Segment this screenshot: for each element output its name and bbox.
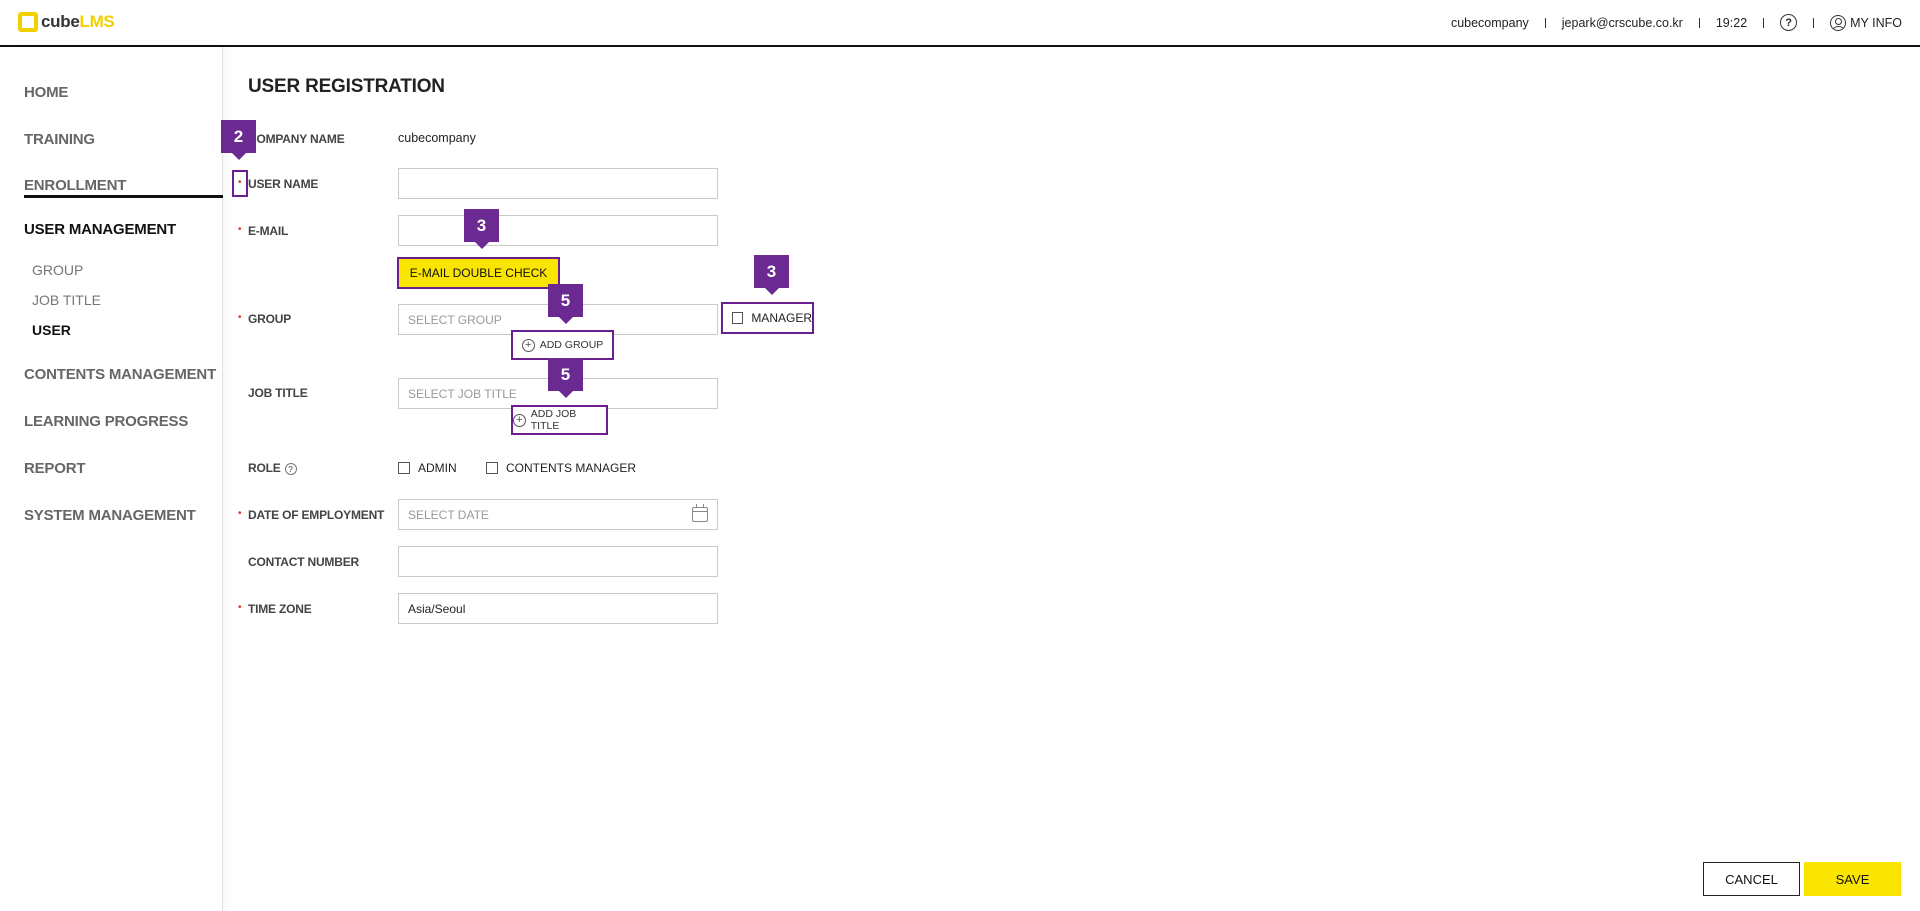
sidebar-item-report[interactable]: REPORT	[24, 460, 86, 477]
cubelms-logo[interactable]: cubeLMS	[18, 12, 115, 32]
company-name-value: cubecompany	[398, 131, 476, 145]
sidebar-active-indicator	[24, 195, 223, 198]
required-mark: •	[238, 508, 242, 519]
sidebar-item-enrollment[interactable]: ENROLLMENT	[24, 177, 127, 194]
role-admin-option[interactable]: ADMIN	[398, 461, 457, 475]
logo-text: cubeLMS	[41, 12, 115, 31]
manager-checkbox-box[interactable]	[732, 312, 744, 324]
header-user-area: cubecompany jepark@crscube.co.kr 19:22 ?…	[1451, 14, 1902, 31]
top-header: cubeLMS cubecompany jepark@crscube.co.kr…	[0, 0, 1920, 47]
manager-label: MANAGER	[751, 311, 812, 325]
required-mark: •	[238, 602, 242, 613]
logo-square-icon	[18, 12, 38, 32]
manager-checkbox[interactable]: MANAGER	[721, 302, 814, 334]
user-name-marker-box	[232, 170, 248, 197]
contents-manager-checkbox[interactable]	[486, 462, 498, 474]
sidebar-subitem-job-title[interactable]: JOB TITLE	[32, 292, 101, 308]
required-mark: •	[238, 224, 242, 235]
contents-manager-label: CONTENTS MANAGER	[506, 461, 637, 475]
add-group-button[interactable]: + ADD GROUP	[511, 330, 614, 360]
header-divider	[1698, 17, 1700, 28]
role-contents-manager-option[interactable]: CONTENTS MANAGER	[486, 461, 636, 475]
role-label: ROLE?	[248, 461, 297, 475]
date-placeholder: SELECT DATE	[408, 508, 489, 522]
time-zone-label: TIME ZONE	[248, 602, 312, 616]
callout-badge: 2	[221, 120, 256, 160]
sidebar-item-user-management[interactable]: USER MANAGEMENT	[24, 221, 177, 238]
admin-checkbox[interactable]	[398, 462, 410, 474]
cancel-button[interactable]: CANCEL	[1703, 862, 1800, 896]
date-of-employment-picker[interactable]: SELECT DATE	[398, 499, 718, 530]
sidebar-item-training[interactable]: TRAINING	[24, 131, 95, 148]
email-double-check-button[interactable]: E-MAIL DOUBLE CHECK	[397, 257, 560, 289]
company-name-label: COMPANY NAME	[248, 132, 345, 146]
email-input[interactable]	[398, 215, 718, 246]
user-name-input[interactable]	[398, 168, 718, 199]
add-job-title-label: ADD JOB TITLE	[530, 408, 577, 432]
callout-badge: 5	[548, 358, 583, 398]
contact-number-label: CONTACT NUMBER	[248, 555, 359, 569]
header-time: 19:22	[1715, 15, 1748, 30]
email-label: E-MAIL	[248, 224, 289, 238]
add-job-title-button[interactable]: + ADD JOB TITLE	[511, 405, 608, 435]
my-info-label: MY INFO	[1850, 15, 1902, 30]
group-label: GROUP	[248, 312, 292, 326]
required-mark: •	[238, 312, 242, 323]
sidebar-item-home[interactable]: HOME	[24, 84, 69, 101]
plus-circle-icon: +	[513, 413, 526, 427]
help-icon[interactable]: ?	[1780, 14, 1798, 31]
save-button[interactable]: SAVE	[1804, 862, 1901, 896]
job-title-label: JOB TITLE	[248, 386, 308, 400]
plus-circle-icon: +	[521, 338, 535, 352]
contact-number-input[interactable]	[398, 546, 718, 577]
role-help-icon[interactable]: ?	[284, 462, 297, 475]
page-title: USER REGISTRATION	[248, 76, 445, 97]
my-info-link[interactable]: MY INFO	[1830, 14, 1902, 31]
header-divider	[1813, 17, 1815, 28]
user-circle-icon	[1830, 14, 1847, 31]
callout-badge: 3	[464, 209, 499, 249]
admin-label: ADMIN	[418, 461, 457, 475]
time-zone-select[interactable]: Asia/Seoul	[398, 593, 718, 624]
sidebar-subitem-group[interactable]: GROUP	[32, 262, 84, 278]
header-divider	[1763, 17, 1765, 28]
required-mark: •	[238, 177, 242, 188]
header-company: cubecompany	[1450, 15, 1529, 30]
callout-badge: 3	[754, 255, 789, 295]
callout-badge: 5	[548, 284, 583, 324]
sidebar-item-system-management[interactable]: SYSTEM MANAGEMENT	[24, 507, 196, 524]
header-email: jepark@crscube.co.kr	[1561, 15, 1683, 30]
sidebar-item-contents-management[interactable]: CONTENTS MANAGEMENT	[24, 366, 217, 383]
role-label-text: ROLE	[248, 461, 281, 475]
header-divider	[1544, 17, 1546, 28]
add-group-label: ADD GROUP	[539, 339, 604, 351]
calendar-icon[interactable]	[692, 504, 708, 522]
date-of-employment-label: DATE OF EMPLOYMENT	[248, 508, 385, 522]
user-name-label: USER NAME	[248, 177, 319, 191]
sidebar-item-learning-progress[interactable]: LEARNING PROGRESS	[24, 413, 189, 430]
sidebar	[0, 47, 223, 911]
sidebar-subitem-user[interactable]: USER	[32, 322, 71, 338]
